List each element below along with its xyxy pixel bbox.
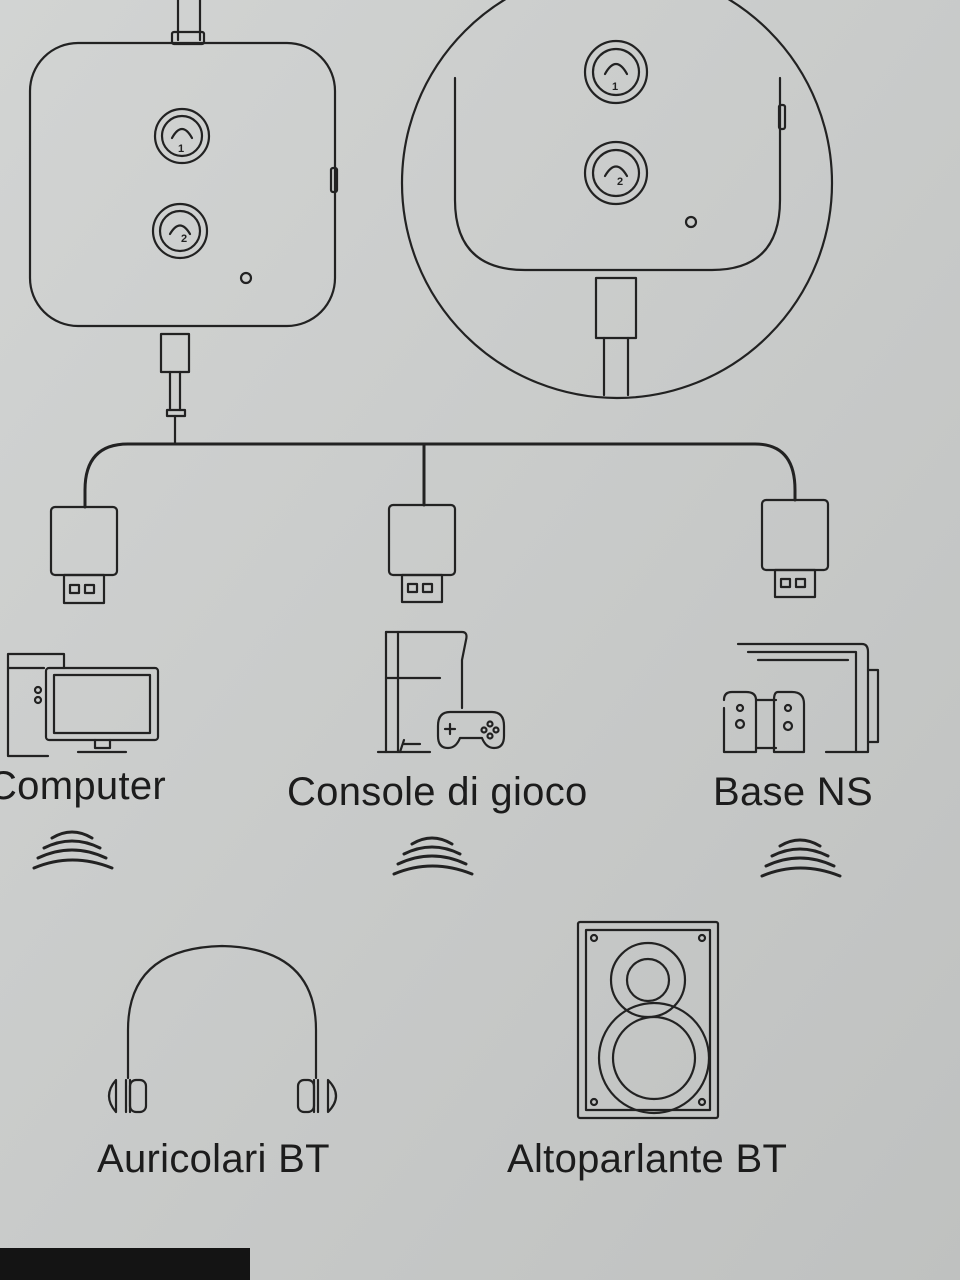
gamepad-icon [436, 710, 506, 750]
speaker-icon [576, 920, 720, 1120]
wave-icon-computer [32, 830, 114, 870]
splitter-cable [83, 442, 797, 509]
button-2[interactable] [151, 202, 209, 260]
usb-plug-dock [760, 498, 830, 599]
dock-icon [722, 642, 880, 754]
game-console-icon [376, 630, 468, 754]
label-computer: Computer [0, 764, 167, 808]
label-speaker: Altoparlante BT [507, 1137, 788, 1181]
zoom-button-2 [583, 140, 649, 206]
button-1-glyph: 1 [178, 143, 184, 155]
label-headphones: Auricolari BT [97, 1137, 330, 1181]
computer-icon [6, 652, 160, 758]
dark-strip [0, 1248, 250, 1280]
button-1[interactable] [153, 107, 211, 165]
usb-plug-computer [49, 505, 119, 605]
zoom-circle [400, 0, 834, 400]
zoom-button-2-glyph: 2 [617, 176, 623, 188]
headphones-icon [107, 944, 338, 1114]
label-dock: Base NS [713, 770, 873, 814]
zoom-button-1-glyph: 1 [612, 81, 618, 93]
wave-icon-dock [760, 838, 842, 878]
usb-plug-console [387, 503, 457, 604]
transmitter-device [28, 0, 339, 328]
wave-icon-console [392, 836, 474, 876]
zoom-button-1 [583, 39, 649, 105]
button-2-glyph: 2 [181, 233, 187, 245]
label-console: Console di gioco [287, 770, 588, 814]
main-usb-cable [159, 332, 191, 445]
